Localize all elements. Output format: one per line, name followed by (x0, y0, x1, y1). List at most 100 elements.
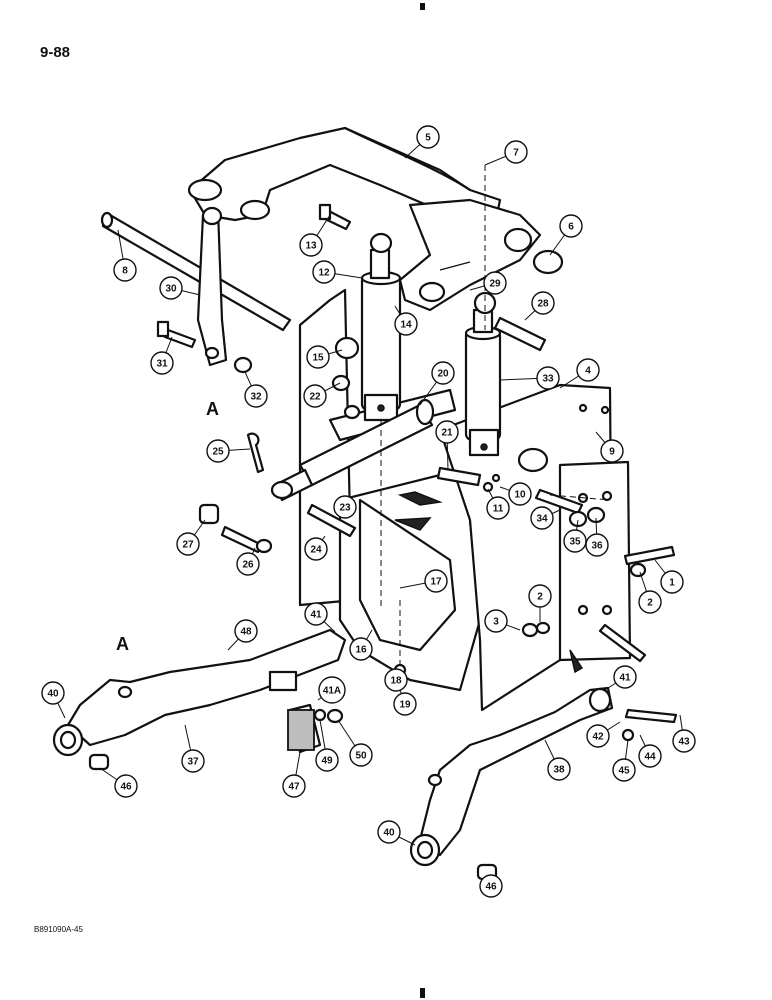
callout-circle (613, 665, 637, 689)
callout-number: 1 (669, 578, 675, 589)
callout-circle (306, 345, 330, 369)
callout-number: 44 (644, 752, 656, 763)
callout-circle (150, 351, 174, 375)
callout-circle (672, 729, 696, 753)
callout-number: 19 (399, 700, 411, 711)
callout-circle (600, 439, 624, 463)
callout-number: 26 (242, 560, 254, 571)
callout-number: 2 (537, 592, 543, 603)
callout-circle (431, 361, 455, 385)
callout-number: 32 (250, 392, 262, 403)
callout-number: 6 (568, 222, 574, 233)
callout-circle (504, 140, 528, 164)
callout-number: 30 (165, 284, 177, 295)
callout-circle (384, 668, 408, 692)
right-lower-link (409, 686, 614, 867)
frame-pins (156, 203, 678, 724)
callout-circle (159, 276, 183, 300)
callout-number: 15 (312, 353, 324, 364)
callout-circle (303, 384, 327, 408)
callout-number: 35 (569, 537, 581, 548)
callout-number: 8 (122, 266, 128, 277)
registration-mark-bottom (420, 988, 425, 998)
section-marker-a-lower: A (116, 634, 129, 654)
callout-circle (424, 569, 448, 593)
callout-number: 27 (182, 540, 194, 551)
callout-number: 41 (310, 610, 322, 621)
left-lift-cylinder (360, 232, 402, 422)
callout-circle (234, 619, 258, 643)
callout-circle (333, 495, 357, 519)
callout-number: 41A (323, 686, 341, 697)
callout-circle (349, 743, 373, 767)
callout-number: 43 (678, 737, 690, 748)
callout-number: 40 (47, 689, 59, 700)
registration-mark-top (420, 3, 425, 10)
callout-circle (531, 291, 555, 315)
callout-number: 42 (592, 732, 604, 743)
callout-number: 14 (400, 320, 412, 331)
callout-circle (612, 758, 636, 782)
callout-number: 40 (383, 828, 395, 839)
cross-shaft (100, 211, 292, 332)
page-number: 9-88 (40, 44, 71, 61)
right-lift-cylinder (464, 291, 502, 457)
callout-circle (528, 584, 552, 608)
callout-number: 18 (390, 676, 402, 687)
callout-circle (484, 609, 508, 633)
callout-number: 7 (513, 148, 519, 159)
tilt-cylinder (270, 398, 435, 502)
callout-circle (394, 312, 418, 336)
callout-circle (315, 748, 339, 772)
callout-circle (638, 744, 662, 768)
callout-number: 3 (493, 617, 499, 628)
callout-circle (536, 366, 560, 390)
callout-circle (559, 214, 583, 238)
callout-circle (486, 496, 510, 520)
callout-number: 12 (318, 268, 330, 279)
callout-number: 31 (156, 359, 168, 370)
callout-number: 4 (585, 366, 591, 377)
callout-circle (304, 602, 328, 626)
callout-circle (483, 271, 507, 295)
hardware-items (88, 249, 647, 881)
callout-number: 41 (619, 673, 631, 684)
lift-link (196, 206, 228, 367)
left-lower-link (52, 628, 347, 757)
callout-circle (416, 125, 440, 149)
callout-number: 10 (514, 490, 526, 501)
callout-circle (563, 529, 587, 553)
callout-number: 29 (489, 279, 501, 290)
callout-circle (576, 358, 600, 382)
callout-number: 47 (288, 782, 300, 793)
callout-circle (114, 774, 138, 798)
callout-number: 22 (309, 392, 321, 403)
callout-number: 46 (485, 882, 497, 893)
callout-circle (508, 482, 532, 506)
callout-number: 50 (355, 751, 367, 762)
callout-number: 49 (321, 756, 333, 767)
callout-circle (393, 692, 417, 716)
callout-circle (586, 724, 610, 748)
callout-number: 38 (553, 765, 565, 776)
callout-number: 46 (120, 782, 132, 793)
callout-circle (318, 676, 346, 704)
callout-number: 28 (537, 299, 549, 310)
section-marker-a-upper: A (206, 399, 219, 419)
callout-number: 16 (355, 645, 367, 656)
callout-number: 5 (425, 133, 431, 144)
callout-number: 37 (187, 757, 199, 768)
callout-number: 11 (493, 504, 504, 515)
callout-circle (299, 233, 323, 257)
callout-circle (585, 533, 609, 557)
callout-circle (660, 570, 684, 594)
rockshaft-assembly (187, 126, 542, 312)
callout-circle (304, 537, 328, 561)
callout-circle (638, 590, 662, 614)
callout-number: 34 (536, 514, 548, 525)
callout-number: 9 (609, 447, 615, 458)
callout-number: 45 (618, 766, 630, 777)
guide-blocks (287, 703, 322, 754)
callout-number: 20 (437, 369, 449, 380)
